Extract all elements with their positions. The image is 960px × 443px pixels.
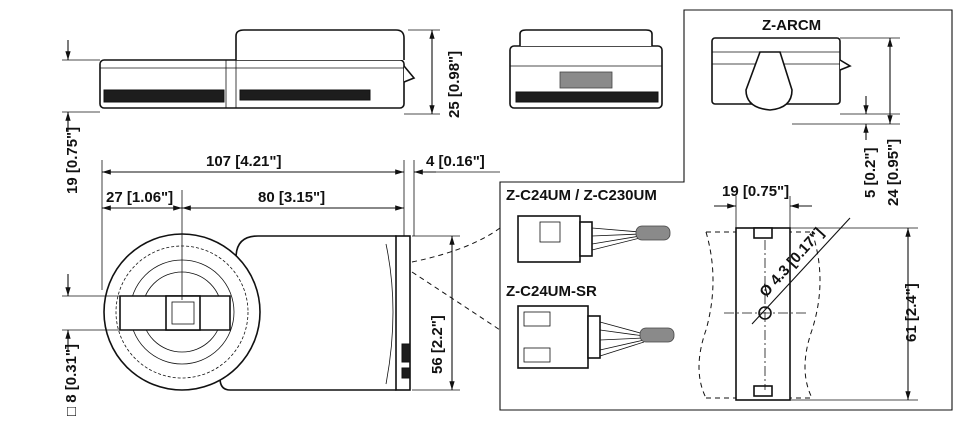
arcm-small-dim: 5 [0.2"] [862, 148, 879, 198]
side-height-label: 25 [0.98"] [446, 51, 463, 118]
mount-height-label: 61 [2.4"] [903, 283, 920, 342]
center-to-end-label: 80 [3.15"] [258, 189, 325, 206]
mounting-detail: 19 [0.75"] Ø 4.3 [0.17"] 61 [2.4"] [698, 183, 920, 401]
shaft-size-label: □ 8 [0.31"] [63, 344, 80, 416]
side-view [99, 29, 416, 109]
connector-standard-label: Z-C24UM / Z-C230UM [506, 187, 657, 204]
overall-length-label: 107 [4.21"] [206, 153, 282, 170]
front-view [509, 29, 663, 109]
side-view-dimensions: 25 [0.98"] 19 [0.75"] [62, 29, 463, 194]
accessory-arcm: Z-ARCM 5 [0.2"] 24 [0.95"] [711, 17, 902, 206]
center-offset-label: 27 [1.06"] [106, 189, 173, 206]
arcm-title: Z-ARCM [762, 17, 821, 34]
arcm-large-dim: 24 [0.95"] [885, 139, 902, 206]
mount-width-label: 19 [0.75"] [722, 183, 789, 200]
top-view [103, 233, 411, 391]
detail-frame [499, 9, 953, 411]
body-height-label: 19 [0.75"] [64, 127, 81, 194]
connector-details: Z-C24UM / Z-C230UM Z-C24UM-SR [411, 187, 675, 369]
connector-offset-label: 4 [0.16"] [426, 153, 485, 170]
connector-sr-label: Z-C24UM-SR [506, 283, 597, 300]
housing-width-label: 56 [2.2"] [429, 315, 446, 374]
top-view-dimensions: 107 [4.21"] 4 [0.16"] 27 [1.06"] 80 [3.1… [62, 153, 500, 416]
